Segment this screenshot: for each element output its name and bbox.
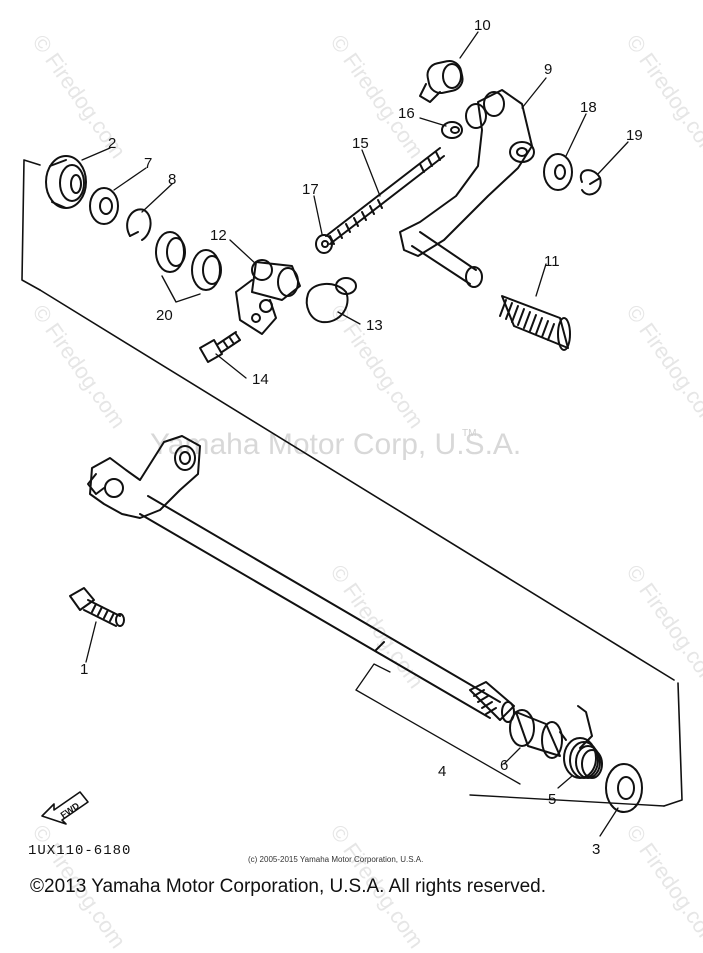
callout-19: 19 xyxy=(626,127,643,144)
callout-1: 1 xyxy=(80,661,89,678)
copyright-line: ©2013 Yamaha Motor Corporation, U.S.A. A… xyxy=(30,876,546,897)
callout-20: 20 xyxy=(156,307,173,324)
part-10-joint-end xyxy=(419,60,464,103)
part-4-shift-shaft xyxy=(87,435,521,785)
callout-6: 6 xyxy=(500,757,509,774)
small-copyright: (c) 2005-2015 Yamaha Motor Corporation, … xyxy=(248,855,424,864)
part-5-torsion-spring xyxy=(559,705,603,779)
callout-15: 15 xyxy=(352,135,369,152)
callout-16: 16 xyxy=(398,105,415,122)
callout-11: 11 xyxy=(544,253,560,270)
callout-7: 7 xyxy=(144,155,153,172)
parts-diagram xyxy=(21,31,683,837)
callout-13: 13 xyxy=(366,317,383,334)
watermark-tm: TM xyxy=(462,428,477,439)
callout-5: 5 xyxy=(548,791,557,808)
callout-14: 14 xyxy=(252,371,269,388)
fwd-arrow-icon: FWD xyxy=(41,791,89,825)
callout-8: 8 xyxy=(168,171,177,188)
part-2-oil-seal xyxy=(45,155,87,209)
part-7-washer xyxy=(89,187,119,225)
callout-10: 10 xyxy=(474,17,491,34)
part-15-shift-rod xyxy=(325,147,445,245)
part-14-bolt xyxy=(199,331,241,363)
diagram-code: 1UX110-6180 xyxy=(28,843,132,859)
callout-2: 2 xyxy=(108,135,117,152)
part-6-collar xyxy=(509,709,563,759)
part-1-bolt xyxy=(69,587,125,627)
callout-18: 18 xyxy=(580,99,597,116)
part-12-joint xyxy=(235,259,301,335)
part-17-nut xyxy=(315,234,333,254)
part-9-shift-arm xyxy=(399,89,535,288)
callout-17: 17 xyxy=(302,181,319,198)
part-11-rubber-pedal xyxy=(499,295,571,351)
callout-9: 9 xyxy=(544,61,553,78)
part-13-ball-joint xyxy=(305,277,357,324)
watermark-brand: Yamaha Motor Corp, U.S.A. xyxy=(150,428,522,461)
part-3-washer xyxy=(605,763,643,813)
callout-4: 4 xyxy=(438,763,447,780)
callout-3: 3 xyxy=(592,841,601,858)
part-18-washer xyxy=(543,153,573,191)
part-8-circlip xyxy=(126,208,152,241)
callout-12: 12 xyxy=(210,227,227,244)
part-19-circlip xyxy=(579,169,602,196)
lower-bracket xyxy=(469,682,683,807)
upper-bracket xyxy=(21,159,675,681)
part-20-bearings xyxy=(155,231,222,303)
part-16-bushing xyxy=(441,121,463,139)
leader-lines xyxy=(81,31,629,837)
